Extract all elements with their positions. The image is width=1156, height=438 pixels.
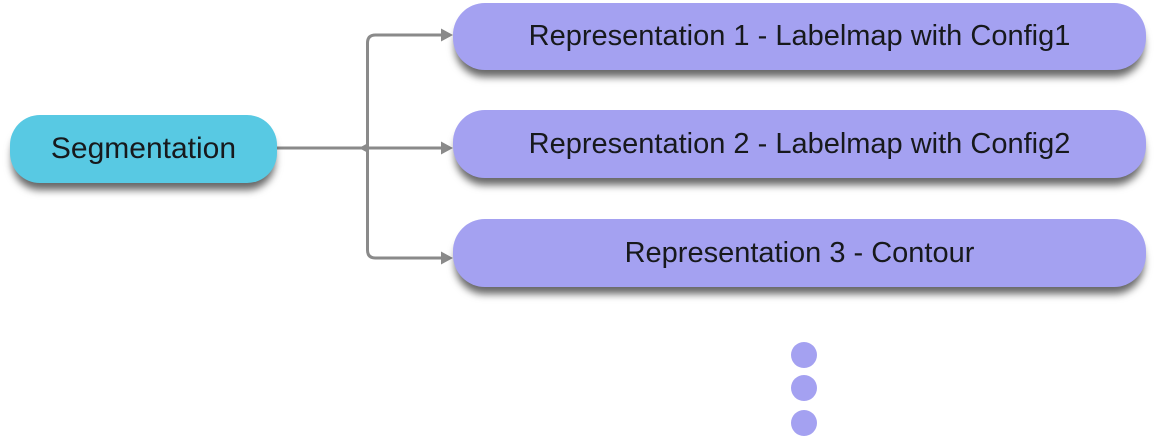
junction-arrowhead-icon [359,142,369,154]
arrowhead-rep2-icon [441,141,453,155]
node-representation-3-label: Representation 3 - Contour [624,236,975,269]
node-representation-3: Representation 3 - Contour [453,219,1146,287]
node-representation-1: Representation 1 - Labelmap with Config1 [453,3,1146,70]
arrowhead-rep1-icon [441,28,453,42]
ellipsis-dot-3 [791,410,817,436]
node-representation-2: Representation 2 - Labelmap with Config2 [453,110,1146,178]
node-representation-1-label: Representation 1 - Labelmap with Config1 [528,20,1071,52]
ellipsis-dot-2 [791,375,817,401]
connector-line-top-branch [366,33,442,148]
node-representation-2-label: Representation 2 - Labelmap with Config2 [528,127,1071,160]
ellipsis-dot-1 [791,342,817,368]
node-segmentation: Segmentation [10,115,277,183]
connector-line-bottom-branch [366,148,442,260]
node-segmentation-label: Segmentation [50,132,237,165]
arrowhead-rep3-icon [441,251,453,265]
